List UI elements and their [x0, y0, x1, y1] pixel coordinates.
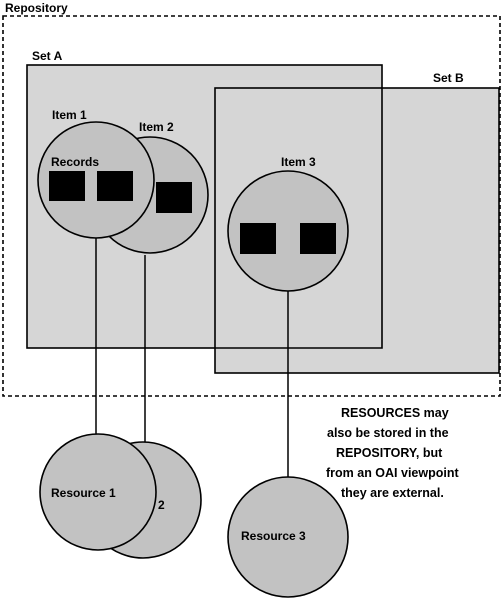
resource-1-label: Resource 1	[51, 486, 116, 500]
note-line-5: they are external.	[341, 486, 444, 500]
resource-3-label: Resource 3	[241, 529, 306, 543]
set-a-overlap-outline	[215, 88, 383, 349]
item-3-record-1	[240, 223, 276, 254]
set-b-label: Set B	[433, 71, 464, 85]
item-3-record-2	[300, 223, 336, 254]
item-3-circle	[227, 170, 349, 292]
note-line-2: also be stored in the	[327, 426, 449, 440]
item-1-circle	[37, 121, 155, 239]
item-1-record-2	[97, 171, 133, 201]
resource-1-circle	[39, 433, 157, 551]
note-line-4: from an OAI viewpoint	[326, 466, 459, 480]
repository-boundary	[2, 15, 501, 397]
item-1-label: Item 1	[52, 108, 87, 122]
repository-label: Repository	[5, 1, 68, 15]
resources-note: RESOURCES may also be stored in the REPO…	[326, 406, 459, 500]
note-line-3: REPOSITORY, but	[336, 446, 443, 460]
item-2-label: Item 2	[139, 120, 174, 134]
item-1-record-1	[49, 171, 85, 201]
item-2-record	[156, 182, 192, 213]
set-a-label: Set A	[32, 49, 63, 63]
resource-3-circle	[227, 476, 349, 598]
note-line-1: RESOURCES may	[341, 406, 449, 420]
item-3-label: Item 3	[281, 155, 316, 169]
records-label: Records	[51, 155, 99, 169]
